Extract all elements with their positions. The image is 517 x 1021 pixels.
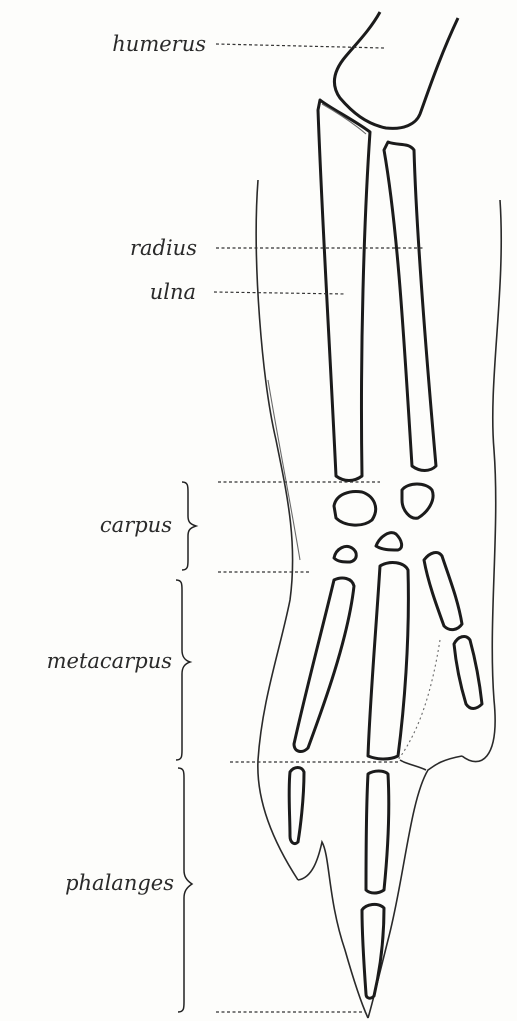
- phalanx-proximal: [366, 771, 389, 893]
- carpal-bone-1: [334, 492, 376, 526]
- ulna-bone: [318, 100, 370, 481]
- carpal-bone-4: [376, 533, 402, 550]
- label-humerus: humerus: [112, 32, 206, 56]
- carpus-brace: [182, 482, 196, 570]
- metacarpus-brace: [176, 580, 190, 760]
- metacarpal-4: [454, 637, 482, 709]
- carpal-bone-2: [402, 484, 433, 518]
- metacarpal-3: [424, 553, 462, 630]
- label-carpus: carpus: [100, 513, 172, 537]
- metacarpal-2: [368, 563, 408, 759]
- digit-outline-connect: [400, 760, 426, 770]
- phalanx-distal: [362, 904, 384, 998]
- label-ulna: ulna: [150, 280, 196, 304]
- metacarpal-1: [294, 578, 354, 751]
- label-metacarpus: metacarpus: [47, 649, 173, 673]
- radius-bone: [384, 142, 436, 471]
- limb-outline-lower: [298, 842, 368, 1018]
- phalanx-side: [289, 768, 304, 844]
- label-phalanges: phalanges: [65, 871, 174, 895]
- limb-outline-left-inner: [268, 380, 300, 560]
- carpal-bone-3: [334, 546, 356, 562]
- humerus-bone: [334, 12, 458, 128]
- phalanges-brace: [178, 768, 192, 1012]
- label-radius: radius: [130, 236, 197, 260]
